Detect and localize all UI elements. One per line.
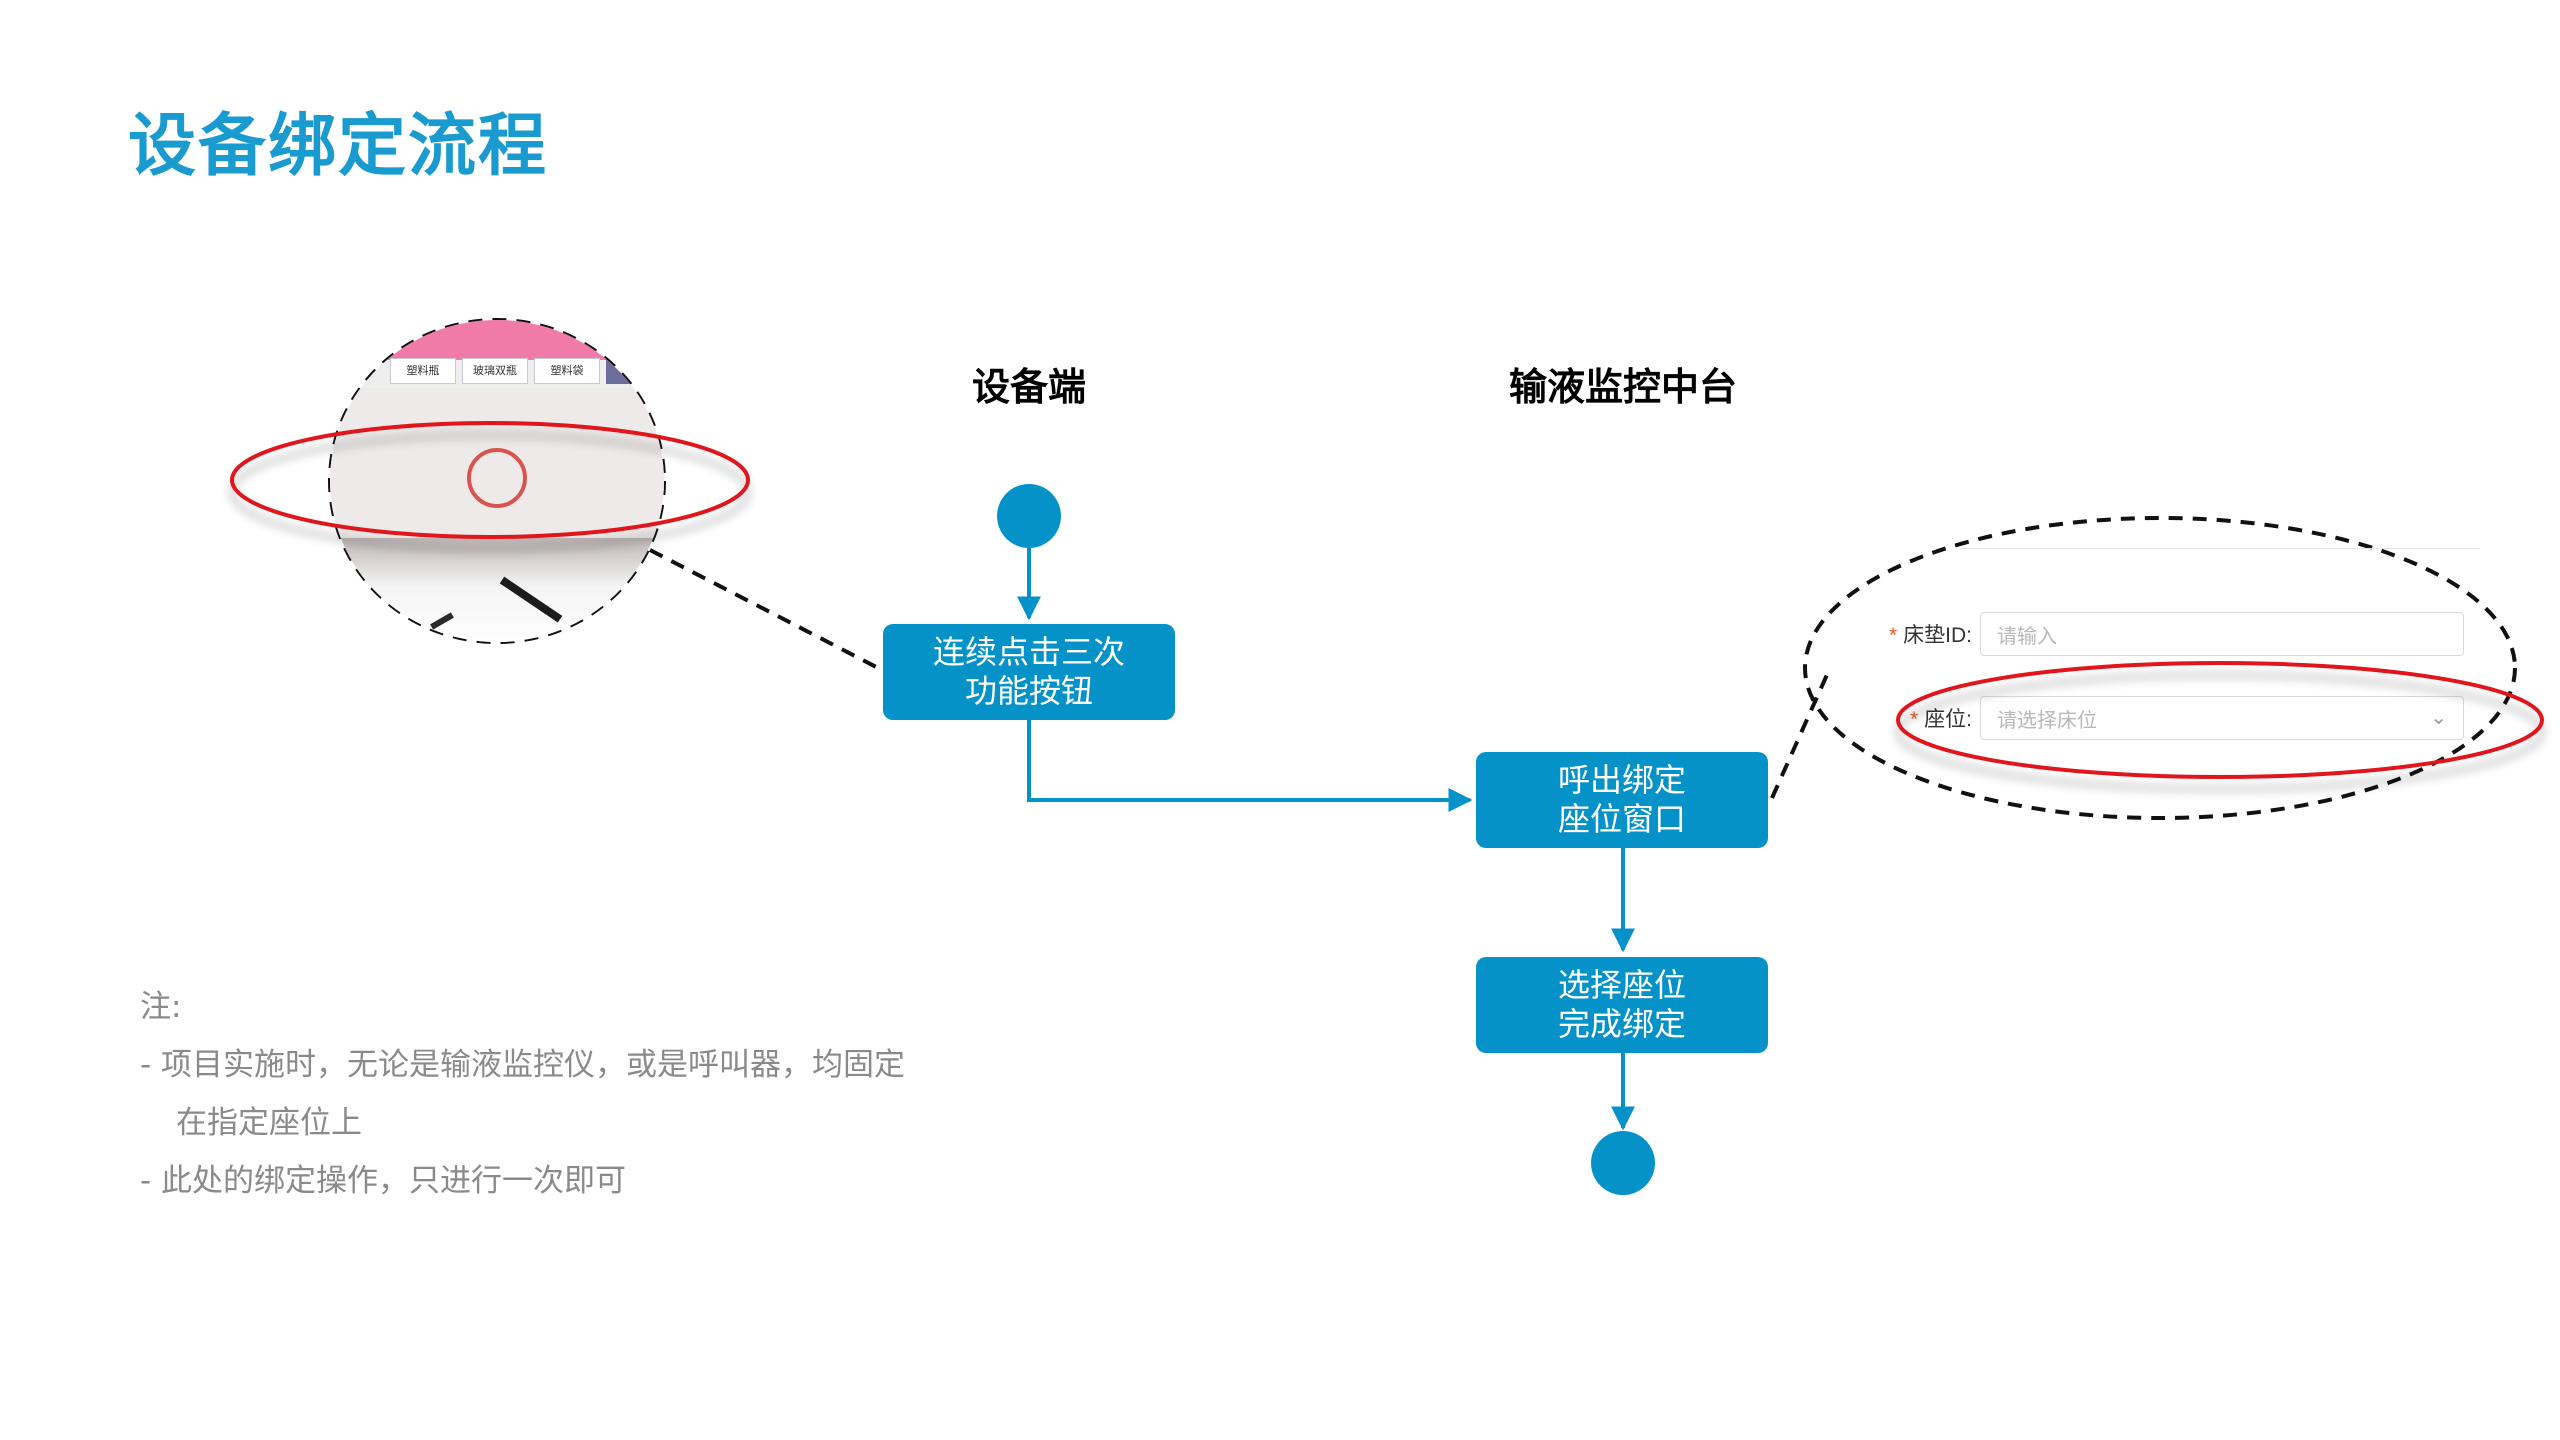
dashed-pointer-device <box>649 548 883 672</box>
seat-label: *座位: <box>1840 703 1980 733</box>
note-item: 在指定座位上 <box>176 1105 362 1141</box>
node-text: 功能按钮 <box>964 672 1093 710</box>
flow-node-tap-button: 连续点击三次 功能按钮 <box>883 624 1175 720</box>
device-frame <box>330 538 664 642</box>
device-tab-more <box>606 358 638 384</box>
flow-start <box>997 484 1061 548</box>
device-tab: 塑料袋 <box>534 358 600 384</box>
lane-label-center: 输液监控中台 <box>1508 365 1738 409</box>
page-title: 设备绑定流程 <box>128 107 549 186</box>
node-text: 完成绑定 <box>1557 1005 1686 1043</box>
node-text: 选择座位 <box>1557 966 1686 1004</box>
node-text: 座位窗口 <box>1557 800 1686 838</box>
node-text: 呼出绑定 <box>1557 761 1686 799</box>
seat-select[interactable]: 请选择床位 ⌄ <box>1980 696 2464 740</box>
flow-node-open-window: 呼出绑定 座位窗口 <box>1476 752 1768 848</box>
bed-id-label-text: 床垫ID: <box>1903 624 1972 647</box>
form-divider <box>1960 548 2480 549</box>
notes: 注: - 项目实施时，无论是输液监控仪，或是呼叫器，均固定 在指定座位上 - 此… <box>140 978 905 1210</box>
required-mark: * <box>1909 708 1919 731</box>
bind-seat-form: *床垫ID: 请输入 *座位: 请选择床位⌄ <box>1840 540 2480 810</box>
note-item: - 此处的绑定操作，只进行一次即可 <box>140 1163 627 1199</box>
device-magnifier: 塑料瓶 玻璃双瓶 塑料袋 <box>330 320 664 642</box>
device-screen-body <box>330 388 664 538</box>
device-screen-header <box>330 320 664 360</box>
note-item: - 项目实施时，无论是输液监控仪，或是呼叫器，均固定 <box>140 1047 906 1083</box>
node-text: 连续点击三次 <box>932 633 1125 671</box>
bed-id-input[interactable]: 请输入 <box>1980 612 2464 656</box>
chevron-down-icon: ⌄ <box>2430 707 2447 729</box>
required-mark: * <box>1888 624 1898 647</box>
seat-label-text: 座位: <box>1924 708 1972 731</box>
device-tab: 玻璃双瓶 <box>462 358 528 384</box>
bed-id-row: *床垫ID: 请输入 <box>1840 612 2464 656</box>
bed-id-label: *床垫ID: <box>1840 619 1980 649</box>
seat-row: *座位: 请选择床位 ⌄ <box>1840 696 2464 740</box>
device-tab: 塑料瓶 <box>390 358 456 384</box>
flow-node-select-seat: 选择座位 完成绑定 <box>1476 957 1768 1053</box>
lane-label-device: 设备端 <box>971 365 1087 409</box>
flow-end <box>1591 1131 1655 1195</box>
device-tab-row: 塑料瓶 玻璃双瓶 塑料袋 <box>390 358 638 384</box>
notes-heading: 注: <box>140 989 182 1025</box>
seat-placeholder: 请选择床位 <box>1997 709 2097 732</box>
dashed-pointer-form <box>1770 667 1832 799</box>
arrow-n1-to-n2 <box>1027 720 1473 812</box>
bed-id-placeholder: 请输入 <box>1997 625 2057 648</box>
